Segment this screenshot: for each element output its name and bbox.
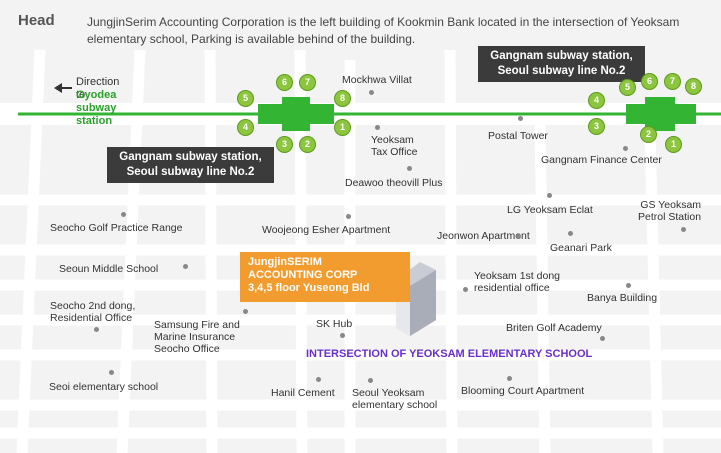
- intersection-label: INTERSECTION OF YEOKSAM ELEMENTARY SCHOO…: [306, 348, 593, 360]
- exit-badge-4: 4: [237, 119, 254, 136]
- exit-badge-7: 7: [299, 74, 316, 91]
- exit-badge-8: 8: [685, 78, 702, 95]
- place-marker: [243, 309, 248, 314]
- place-marker: [340, 333, 345, 338]
- place-briten-golf-academy: Briten Golf Academy: [506, 322, 602, 334]
- place-marker: [626, 283, 631, 288]
- place-woojeong-esher: Woojeong Esher Apartment: [262, 224, 391, 236]
- exit-badge-3: 3: [276, 136, 293, 153]
- place-blooming-court: Blooming Court Apartment: [461, 385, 585, 397]
- exit-badge-4: 4: [588, 92, 605, 109]
- place-marker: [368, 378, 373, 383]
- station-callout-right: Gangnam subway station, Seoul subway lin…: [478, 46, 645, 82]
- exit-badge-5: 5: [619, 79, 636, 96]
- location-description: JungjinSerim Accounting Corporation is t…: [87, 15, 680, 46]
- place-marker: [623, 146, 628, 151]
- arrow-left-icon: [54, 83, 62, 93]
- place-marker: [547, 193, 552, 198]
- exit-badge-2: 2: [299, 136, 316, 153]
- place-marker: [121, 212, 126, 217]
- firm-location-callout: JungjinSERIM ACCOUNTING CORP 3,4,5 floor…: [240, 252, 410, 302]
- place-deawoo-theovill: Deawoo theovill Plus: [345, 177, 443, 189]
- exit-badge-1: 1: [665, 136, 682, 153]
- exit-badge-5: 5: [237, 90, 254, 107]
- place-marker: [516, 234, 521, 239]
- place-seocho-golf-practice: Seocho Golf Practice Range: [50, 222, 183, 234]
- page-title: Head: [18, 12, 55, 29]
- exit-badge-6: 6: [641, 73, 658, 90]
- place-marker: [316, 377, 321, 382]
- exit-badge-2: 2: [640, 126, 657, 143]
- place-marker: [183, 264, 188, 269]
- place-jeonwon-apartment: Jeonwon Apartment: [437, 230, 530, 242]
- place-marker: [600, 336, 605, 341]
- place-lg-yeoksam-eclat: LG Yeoksam Eclat: [507, 204, 593, 216]
- street: [644, 129, 664, 453]
- place-marker: [94, 327, 99, 332]
- place-marker: [681, 227, 686, 232]
- place-marker: [346, 214, 351, 219]
- place-yeoksam-tax-office: Yeoksam Tax Office: [371, 134, 418, 158]
- exit-badge-7: 7: [664, 73, 681, 90]
- exit-badge-1: 1: [334, 119, 351, 136]
- place-marker: [568, 231, 573, 236]
- place-yeoksam-1st-dong-office: Yeoksam 1st dong residential office: [474, 270, 561, 294]
- exit-badge-6: 6: [276, 74, 293, 91]
- place-seocho-2nd-dong-office: Seocho 2nd dong, Residential Office: [50, 300, 136, 324]
- place-marker: [463, 287, 468, 292]
- place-hanil-cement: Hanil Cement: [271, 387, 335, 399]
- place-gs-yeoksam-petrol: GS Yeoksam Petrol Station: [638, 199, 702, 223]
- place-marker: [407, 166, 412, 171]
- place-geanari-park: Geanari Park: [550, 242, 612, 254]
- place-seoul-yeoksam-elementary: Seoul Yeoksam elementary school: [352, 387, 438, 411]
- place-marker: [369, 90, 374, 95]
- exit-badge-3: 3: [588, 118, 605, 135]
- place-banya-building: Banya Building: [587, 292, 658, 304]
- place-seoi-elementary-school: Seoi elementary school: [49, 381, 159, 393]
- place-marker: [375, 125, 380, 130]
- place-gangnam-finance-center: Gangnam Finance Center: [541, 154, 662, 166]
- place-marker: [518, 116, 523, 121]
- place-samsung-fire-marine: Samsung Fire and Marine Insurance Seocho…: [154, 319, 240, 355]
- place-seoun-middle-school: Seoun Middle School: [59, 263, 159, 275]
- place-mockhwa-villat: Mockhwa Villat: [342, 74, 412, 86]
- place-postal-tower: Postal Tower: [488, 130, 548, 142]
- exit-badge-8: 8: [334, 90, 351, 107]
- station-callout-left: Gangnam subway station, Seoul subway lin…: [107, 147, 274, 183]
- place-sk-hub: SK Hub: [316, 318, 353, 330]
- place-marker: [109, 370, 114, 375]
- place-marker: [507, 376, 512, 381]
